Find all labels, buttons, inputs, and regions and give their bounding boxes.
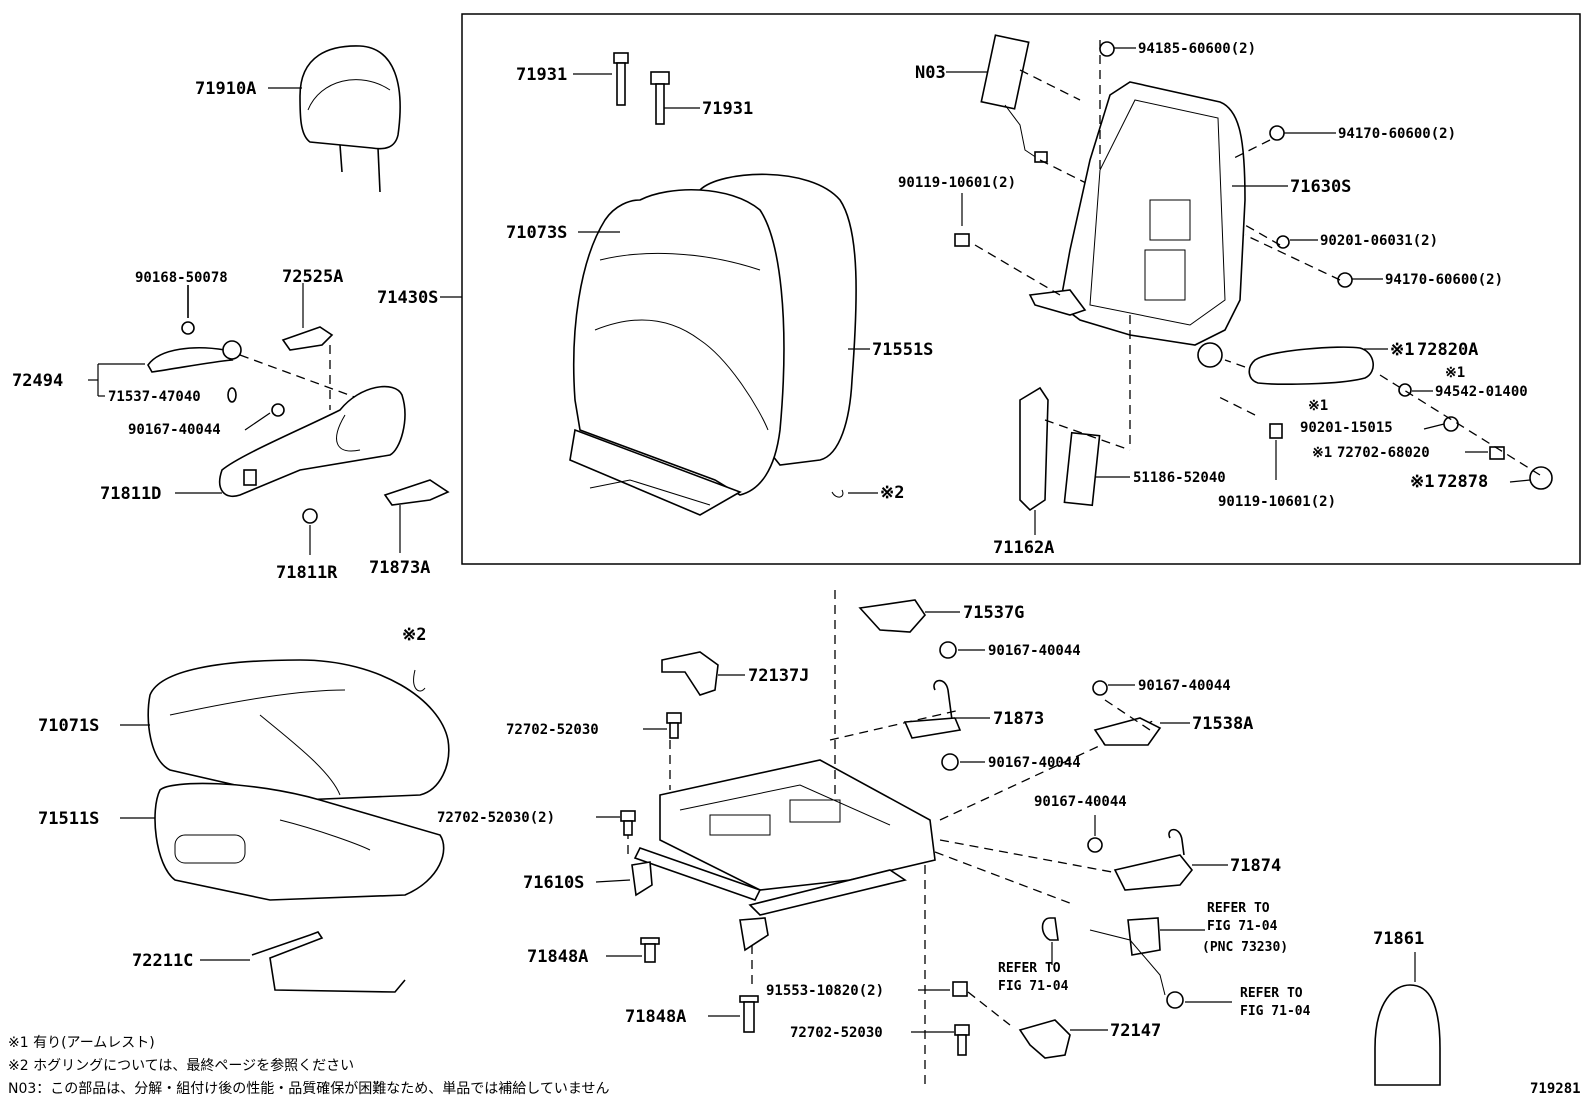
label-71537G[interactable]: 71537G bbox=[963, 603, 1024, 623]
label-72702-68020[interactable]: 72702-68020 bbox=[1337, 445, 1430, 461]
seat-cushion-cover-71071S[interactable] bbox=[120, 659, 450, 801]
label-72525A[interactable]: 72525A bbox=[282, 267, 343, 287]
footnote-N03: N03：この部品は、分解・組付け後の性能・品質確保が困難なため、単品では補給して… bbox=[8, 1081, 609, 1097]
seatback-frame-71630S[interactable] bbox=[1028, 40, 1288, 368]
label-71848A-b[interactable]: 71848A bbox=[625, 1007, 686, 1027]
label-94170-60600-a[interactable]: 94170-60600(2) bbox=[1338, 126, 1456, 142]
part-labels: 71910A 90168-50078 72525A 71430S 72494 7… bbox=[12, 41, 1581, 1097]
label-90201-15015[interactable]: 90201-15015 bbox=[1300, 420, 1393, 436]
label-90167-40044-e[interactable]: 90167-40044 bbox=[1034, 794, 1127, 810]
cover-71861[interactable] bbox=[1374, 952, 1441, 1086]
seatback-cover-71073S[interactable] bbox=[569, 173, 870, 516]
label-51186-52040[interactable]: 51186-52040 bbox=[1133, 470, 1226, 486]
label-94170-60600-b[interactable]: 94170-60600(2) bbox=[1385, 272, 1503, 288]
label-71873[interactable]: 71873 bbox=[993, 709, 1044, 729]
label-90119-10601-a[interactable]: 90119-10601(2) bbox=[898, 175, 1016, 191]
label-71630S[interactable]: 71630S bbox=[1290, 177, 1351, 197]
label-94542-01400[interactable]: 94542-01400 bbox=[1435, 384, 1528, 400]
refer-to-fig-c-line1[interactable]: REFER TO bbox=[1240, 986, 1303, 1001]
label-72702-52030-c[interactable]: 72702-52030 bbox=[790, 1025, 883, 1041]
label-71848A-a[interactable]: 71848A bbox=[527, 947, 588, 967]
label-71162A[interactable]: 71162A bbox=[993, 538, 1054, 558]
label-note1-mark-e: ※1 bbox=[1410, 472, 1434, 492]
label-71071S[interactable]: 71071S bbox=[38, 716, 99, 736]
label-71931-a[interactable]: 71931 bbox=[516, 65, 567, 85]
label-90201-06031[interactable]: 90201-06031(2) bbox=[1320, 233, 1438, 249]
label-71538A[interactable]: 71538A bbox=[1192, 714, 1253, 734]
label-71811D[interactable]: 71811D bbox=[100, 484, 161, 504]
label-note2-mark-a: ※2 bbox=[880, 483, 904, 503]
label-71511S[interactable]: 71511S bbox=[38, 809, 99, 829]
label-71073S[interactable]: 71073S bbox=[506, 223, 567, 243]
seat-wire-72211C[interactable] bbox=[200, 931, 406, 993]
label-note1-mark-a: ※1 bbox=[1390, 340, 1414, 360]
seat-frame-fasteners[interactable] bbox=[596, 712, 1011, 1056]
label-71873A[interactable]: 71873A bbox=[369, 558, 430, 578]
label-72702-52030-a[interactable]: 72702-52030 bbox=[506, 722, 599, 738]
headrest-71910A[interactable] bbox=[268, 45, 401, 193]
refer-to-fig-a-line1[interactable]: REFER TO bbox=[998, 961, 1061, 976]
label-71537-47040[interactable]: 71537-47040 bbox=[108, 389, 201, 405]
label-71430S[interactable]: 71430S bbox=[377, 288, 438, 308]
label-90168-50078[interactable]: 90168-50078 bbox=[135, 270, 228, 286]
label-90167-40044-a[interactable]: 90167-40044 bbox=[128, 422, 221, 438]
bracket-71538A[interactable] bbox=[1092, 680, 1190, 746]
hog-ring-icon-2 bbox=[413, 669, 426, 692]
label-71910A[interactable]: 71910A bbox=[195, 79, 256, 99]
seat-belt-buckle-area[interactable] bbox=[1041, 917, 1233, 1009]
side-airbag-N03[interactable] bbox=[946, 34, 1091, 186]
bracket-71537G[interactable] bbox=[858, 599, 985, 659]
label-72702-52030-b[interactable]: 72702-52030(2) bbox=[437, 810, 555, 826]
label-90167-40044-b[interactable]: 90167-40044 bbox=[988, 643, 1081, 659]
refer-to-fig-b-line1[interactable]: REFER TO bbox=[1207, 901, 1270, 916]
bracket-71874[interactable] bbox=[1087, 815, 1228, 891]
refer-to-fig-c-line2[interactable]: FIG 71-04 bbox=[1240, 1004, 1311, 1019]
hog-ring-icon bbox=[831, 489, 844, 498]
label-91553-10820[interactable]: 91553-10820(2) bbox=[766, 983, 884, 999]
label-N03[interactable]: N03 bbox=[915, 63, 946, 83]
label-90167-40044-c[interactable]: 90167-40044 bbox=[988, 755, 1081, 771]
seatback-fasteners[interactable] bbox=[954, 41, 1383, 480]
cover-72147[interactable] bbox=[1018, 1019, 1108, 1059]
label-72820A[interactable]: 72820A bbox=[1417, 340, 1478, 360]
seatback-assembly-frame bbox=[461, 13, 1581, 565]
label-72137J[interactable]: 72137J bbox=[748, 666, 809, 686]
refer-to-fig-b-line2[interactable]: FIG 71-04 bbox=[1207, 919, 1278, 934]
headrest-guides-71931[interactable] bbox=[573, 52, 700, 125]
cover-72137J[interactable] bbox=[661, 651, 745, 696]
label-94185-60600[interactable]: 94185-60600(2) bbox=[1138, 41, 1256, 57]
label-note1-mark-c: ※1 bbox=[1308, 398, 1328, 414]
label-72878[interactable]: 72878 bbox=[1437, 472, 1488, 492]
bracket-71873[interactable] bbox=[903, 679, 990, 771]
label-71551S[interactable]: 71551S bbox=[872, 340, 933, 360]
label-71610S[interactable]: 71610S bbox=[523, 873, 584, 893]
label-72147[interactable]: 72147 bbox=[1110, 1021, 1161, 1041]
label-71874[interactable]: 71874 bbox=[1230, 856, 1281, 876]
label-71811R[interactable]: 71811R bbox=[276, 563, 338, 583]
figure-number: 719281 bbox=[1530, 1081, 1581, 1097]
seat-frame-71610S[interactable] bbox=[595, 590, 1156, 1090]
label-note2-mark-b: ※2 bbox=[402, 625, 426, 645]
lumbar-parts-71162A[interactable] bbox=[1019, 315, 1131, 535]
footnotes: ※1 有り(アームレスト) ※2 ホグリングについては、最終ページを参照ください… bbox=[8, 1035, 609, 1097]
label-71931-b[interactable]: 71931 bbox=[702, 99, 753, 119]
footnote-1: ※1 有り(アームレスト) bbox=[8, 1035, 155, 1051]
seat-cushion-pad-71511S[interactable] bbox=[120, 782, 445, 901]
footnote-2: ※2 ホグリングについては、最終ページを参照ください bbox=[8, 1057, 354, 1074]
recliner-cover-parts[interactable] bbox=[88, 283, 450, 555]
label-72494[interactable]: 72494 bbox=[12, 371, 63, 391]
label-90167-40044-d[interactable]: 90167-40044 bbox=[1138, 678, 1231, 694]
pnc-reference: (PNC 73230) bbox=[1202, 940, 1288, 955]
label-note1-mark-d: ※1 bbox=[1312, 445, 1332, 461]
label-71861[interactable]: 71861 bbox=[1373, 929, 1424, 949]
label-note1-mark-b: ※1 bbox=[1445, 365, 1465, 381]
refer-to-fig-a-line2[interactable]: FIG 71-04 bbox=[998, 979, 1069, 994]
label-72211C[interactable]: 72211C bbox=[132, 951, 193, 971]
armrest-72820A[interactable] bbox=[1224, 346, 1553, 490]
label-90119-10601-b[interactable]: 90119-10601(2) bbox=[1218, 494, 1336, 510]
